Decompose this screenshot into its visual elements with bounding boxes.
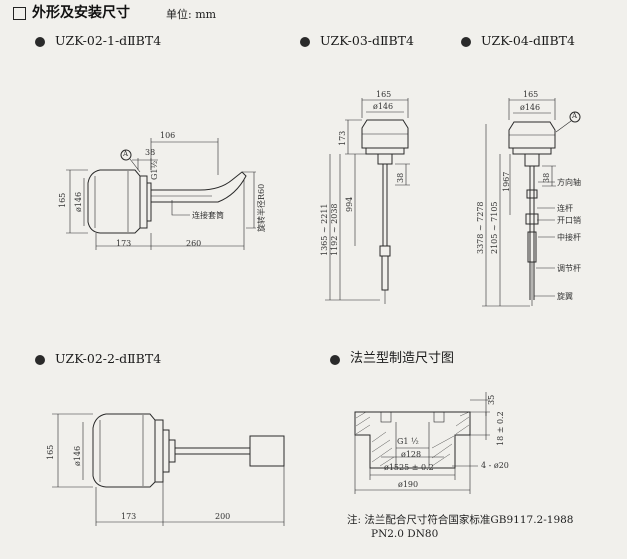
note-line-2: PN2.0 DN80: [371, 528, 439, 540]
figure-title-4: UZK-02-2-dⅡBT4: [55, 351, 162, 366]
bullet-icon: [35, 37, 45, 47]
dim-dia128: ø128: [401, 450, 422, 459]
section-title: 外形及安装尺寸: [32, 5, 130, 21]
dim-106: 106: [160, 131, 176, 140]
dim-dia146: ø146: [520, 103, 541, 112]
note-line-1: 注: 法兰配合尺寸符合国家标准GB9117.2-1988: [347, 514, 574, 526]
bullet-icon: [300, 37, 310, 47]
label-rotor-vane: 旋翼: [557, 292, 573, 301]
dim-200: 200: [215, 512, 231, 521]
dim-dia146: ø146: [373, 102, 394, 111]
label-split-pin: 开口销: [557, 216, 581, 225]
unit-label: 单位: mm: [166, 8, 217, 21]
dim-173: 173: [116, 239, 132, 248]
dim-173: 173: [121, 512, 137, 521]
figure-title-3: UZK-04-dⅡBT4: [481, 33, 575, 48]
callout-a: A: [572, 112, 578, 120]
dim-dia190: ø190: [398, 480, 419, 489]
figure-title-1: UZK-02-1-dⅡBT4: [55, 33, 162, 48]
label-adjust-rod: 调节杆: [557, 264, 581, 273]
label-connector-sleeve: 连接套筒: [192, 211, 224, 220]
bullet-icon: [461, 37, 471, 47]
figure-title-5: 法兰型制造尺寸图: [350, 351, 455, 366]
dim-18: 18 ± 0.2: [496, 411, 505, 446]
dim-165: 165: [376, 90, 392, 99]
dim-thread: G1 ½: [397, 437, 419, 446]
bullet-icon: [35, 355, 45, 365]
dim-35: 35: [487, 394, 496, 405]
label-middle-rod: 中接杆: [557, 233, 581, 242]
figure-title-2: UZK-03-dⅡBT4: [320, 33, 414, 48]
label-direction-shaft: 方向轴: [557, 178, 581, 187]
label-connecting-rod: 连杆: [557, 204, 573, 213]
dim-165: 165: [523, 90, 539, 99]
dim-260: 260: [186, 239, 202, 248]
callout-a: A: [123, 150, 129, 158]
checkbox-icon: [13, 7, 26, 20]
bullet-icon: [330, 355, 340, 365]
dim-dia1525: ø1525 ± 0.2: [384, 463, 434, 472]
dim-38: 38: [145, 148, 156, 157]
dim-holes: 4 - ø20: [481, 461, 509, 470]
